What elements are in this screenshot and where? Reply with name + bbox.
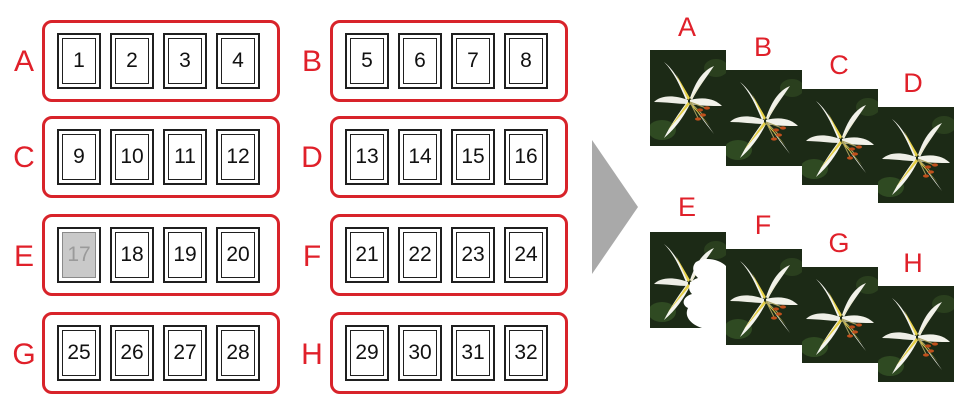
page-cell: 31: [451, 325, 495, 381]
page-cell: 13: [345, 129, 389, 185]
image-label-d: D: [903, 68, 923, 98]
page-cell-missing: 17: [57, 227, 101, 283]
group-f: 21 22 23 24: [330, 214, 568, 296]
flower-image-a: [650, 50, 726, 146]
page-cell: 23: [451, 227, 495, 283]
page-cell: 24: [504, 227, 548, 283]
group-b: 5 6 7 8: [330, 20, 568, 102]
page-cell: 29: [345, 325, 389, 381]
group-e: 17 18 19 20: [42, 214, 280, 296]
arrow-right-icon: [592, 140, 638, 274]
page-cell: 15: [451, 129, 495, 185]
flower-image-f: [726, 249, 802, 345]
image-label-e: E: [677, 192, 696, 222]
flower-image-c: [802, 89, 878, 185]
group-label-f: F: [302, 240, 322, 273]
group-a: 1 2 3 4: [42, 20, 280, 102]
group-label-h: H: [301, 338, 323, 371]
image-label-a: A: [677, 12, 696, 42]
group-c: 9 10 11 12: [42, 116, 280, 198]
page-cell: 25: [57, 325, 101, 381]
image-label-f: F: [754, 210, 772, 240]
flower-image-d: [878, 107, 954, 203]
page-cell: 3: [163, 33, 207, 89]
page-cell: 4: [216, 33, 260, 89]
group-h: 29 30 31 32: [330, 312, 568, 394]
group-d: 13 14 15 16: [330, 116, 568, 198]
group-label-e: E: [13, 240, 34, 273]
page-cell: 14: [398, 129, 442, 185]
image-label-c: C: [829, 50, 849, 80]
page-cell: 32: [504, 325, 548, 381]
page-cell: 30: [398, 325, 442, 381]
page-cell: 26: [110, 325, 154, 381]
page-cell: 12: [216, 129, 260, 185]
page-cell: 19: [163, 227, 207, 283]
page-cell: 5: [345, 33, 389, 89]
page-cell: 7: [451, 33, 495, 89]
page-cell: 16: [504, 129, 548, 185]
page-cell: 20: [216, 227, 260, 283]
page-cell: 1: [57, 33, 101, 89]
group-label-g: G: [12, 338, 36, 371]
page-cell: 2: [110, 33, 154, 89]
page-cell: 8: [504, 33, 548, 89]
group-g: 25 26 27 28: [42, 312, 280, 394]
flower-image-g: [802, 267, 878, 363]
image-label-h: H: [903, 248, 923, 278]
page-cell: 10: [110, 129, 154, 185]
page-cell: 9: [57, 129, 101, 185]
image-label-b: B: [753, 32, 772, 62]
page-cell: 28: [216, 325, 260, 381]
image-label-g: G: [828, 228, 850, 258]
page-cell: 21: [345, 227, 389, 283]
flower-image-e-damaged: [650, 232, 726, 328]
page-cell: 11: [163, 129, 207, 185]
page-cell: 6: [398, 33, 442, 89]
page-cell: 27: [163, 325, 207, 381]
group-label-c: C: [13, 141, 35, 174]
page-cell: 18: [110, 227, 154, 283]
group-label-b: B: [301, 45, 322, 78]
page-cell: 22: [398, 227, 442, 283]
flower-image-b: [726, 70, 802, 166]
group-label-d: D: [301, 141, 323, 174]
flower-image-h: [878, 286, 954, 382]
group-label-a: A: [13, 45, 34, 78]
